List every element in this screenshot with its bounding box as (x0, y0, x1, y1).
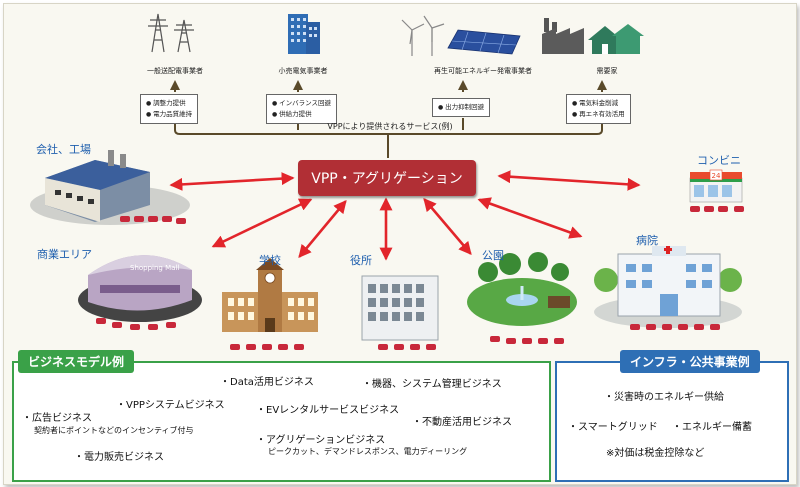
infra-item: ・災害時のエネルギー供給 (604, 392, 724, 403)
business-item: ・電力販売ビジネス (74, 452, 164, 463)
service-item: インバランス回避 (272, 98, 331, 109)
service-box-retail: インバランス回避 供給力提供 (266, 94, 338, 124)
service-item: 電気料金削減 (572, 98, 625, 109)
service-item: 供給力提供 (272, 109, 331, 120)
service-caption: VPPにより提供されるサービス(例) (327, 122, 453, 131)
site-label-park: 公園 (482, 249, 504, 262)
service-item: 電力品質維持 (146, 109, 192, 120)
service-item: 再エネ有効活用 (572, 109, 625, 120)
stakeholder-name-transmission: 一般送配電事業者 (147, 67, 203, 75)
site-label-hospital: 病院 (636, 234, 658, 247)
site-label-school: 学校 (259, 254, 281, 267)
infrastructure-title: インフラ・公共事業例 (620, 350, 760, 373)
government-office-illustration (361, 275, 439, 341)
convenience-store-illustration: 24 (689, 169, 743, 203)
business-item-note: 契約者にポイントなどのインセンティブ付与 (34, 426, 194, 435)
vpp-aggregation-box: VPP・アグリゲーション (298, 160, 476, 196)
mall-sign: Shopping Mall (130, 264, 179, 272)
business-item-note: ピークカット、デマンドレスポンス、電力ディーリング (268, 447, 468, 456)
ev-cars (96, 206, 744, 350)
service-box-transmission: 調整力提供 電力品質維持 (140, 94, 199, 124)
service-item: 出力抑制回避 (438, 102, 484, 113)
office-tower-icon (288, 14, 320, 54)
infra-item: ・スマートグリッド (568, 422, 658, 433)
business-model-panel (12, 361, 551, 482)
site-label-commercial: 商業エリア (37, 248, 92, 261)
service-item: 調整力提供 (146, 98, 192, 109)
hospital-illustration (594, 246, 742, 328)
solar-panel-icon (447, 29, 521, 55)
infra-note: ※対価は税金控除など (606, 448, 705, 459)
site-label-convenience: コンビニ (697, 154, 741, 167)
business-item: ・不動産活用ビジネス (412, 417, 512, 428)
business-item: ・VPPシステムビジネス (116, 400, 225, 411)
business-item: ・広告ビジネス (22, 413, 92, 424)
wind-turbine-icon (401, 15, 445, 56)
factory-illustration (30, 150, 190, 225)
business-item: ・EVレンタルサービスビジネス (256, 405, 400, 416)
shopping-mall-illustration: Shopping Mall (78, 255, 202, 322)
stakeholder-name-consumer: 需要家 (596, 67, 618, 75)
infrastructure-panel (555, 361, 789, 482)
park-illustration (467, 252, 577, 326)
service-box-renewable: 出力抑制回避 (432, 98, 491, 117)
connection-arrows (169, 170, 641, 261)
consumer-icon (542, 18, 644, 54)
business-item: ・Data活用ビジネス (220, 377, 314, 388)
business-model-title: ビジネスモデル例 (18, 350, 135, 373)
store-number: 24 (712, 172, 721, 180)
site-label-factory: 会社、工場 (36, 143, 91, 156)
site-label-office: 役所 (350, 254, 372, 267)
school-illustration (222, 258, 318, 332)
stakeholder-name-retail: 小売電気事業者 (278, 67, 328, 75)
business-item: ・アグリゲーションビジネス (256, 435, 386, 446)
pylon-icon (148, 13, 194, 53)
service-box-consumer: 電気料金削減 再エネ有効活用 (566, 94, 631, 124)
stakeholder-name-renewable: 再生可能エネルギー発電事業者 (434, 67, 532, 75)
service-tree-lines (170, 80, 607, 158)
infra-item: ・エネルギー備蓄 (672, 422, 752, 433)
business-item: ・機器、システム管理ビジネス (362, 379, 502, 390)
